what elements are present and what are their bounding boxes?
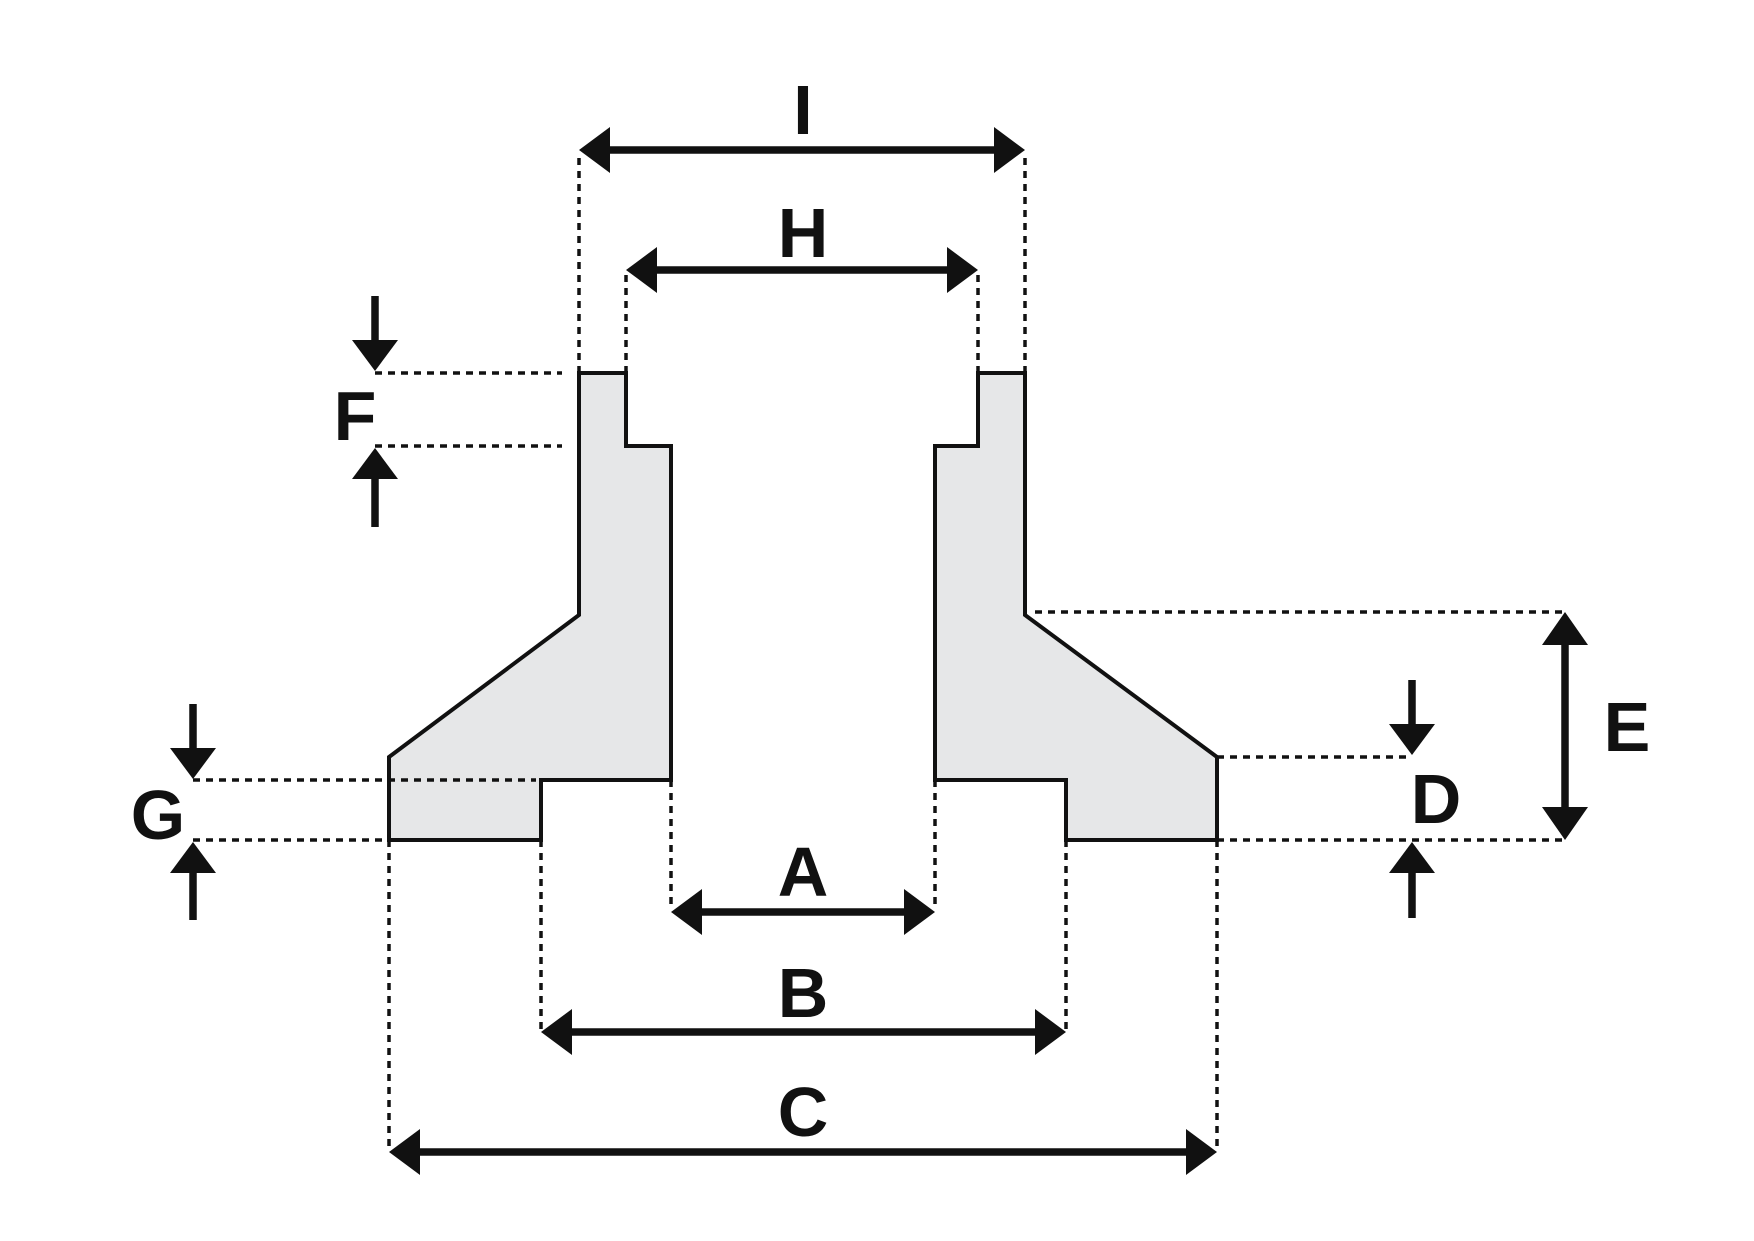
dimension-G xyxy=(170,704,216,920)
flange-left-half xyxy=(387,371,673,842)
label-E: E xyxy=(1604,688,1651,766)
label-F: F xyxy=(334,377,377,455)
dimension-C xyxy=(389,1129,1217,1175)
dimension-H xyxy=(626,247,978,293)
dimension-F xyxy=(352,296,398,527)
label-G: G xyxy=(131,776,185,854)
flange-right-half xyxy=(933,371,1219,842)
dimension-E xyxy=(1542,612,1588,840)
dimension-D xyxy=(1389,680,1435,918)
label-I: I xyxy=(793,71,812,149)
extension-lines xyxy=(193,155,1565,1150)
flange-cross-section xyxy=(387,371,1219,842)
dimension-labels: I H F G E D A B C xyxy=(131,71,1651,1151)
label-H: H xyxy=(778,194,829,272)
label-C: C xyxy=(778,1073,829,1151)
label-D: D xyxy=(1411,760,1462,838)
label-B: B xyxy=(778,954,829,1032)
dimension-B xyxy=(541,1009,1066,1055)
label-A: A xyxy=(778,833,829,911)
dimension-I xyxy=(579,127,1025,173)
dimension-A xyxy=(671,889,935,935)
